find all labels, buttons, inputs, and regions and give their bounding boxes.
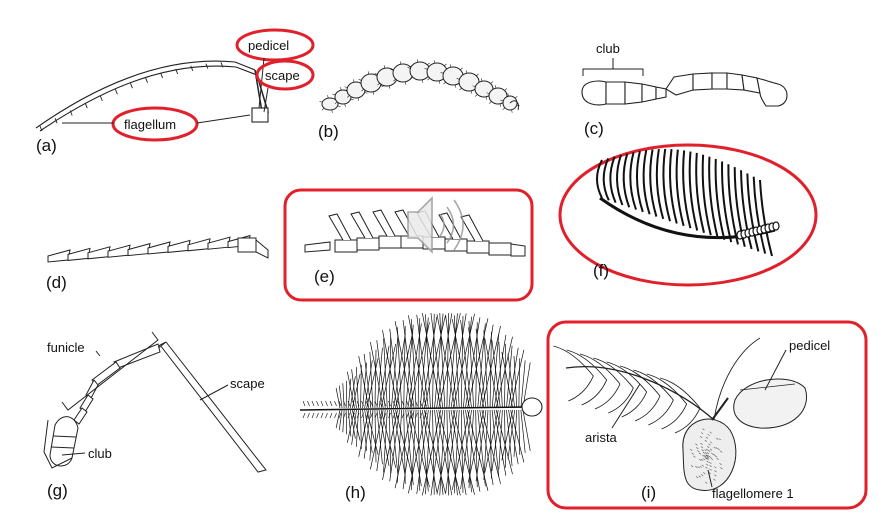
panel-label-h: (h) (345, 483, 366, 502)
panel-e-highlight-box (283, 188, 534, 302)
panel-label-b: (b) (318, 122, 339, 141)
funicle-callout (43, 331, 229, 469)
antenna-h-base (521, 397, 543, 417)
label-flagellum: flagellum (124, 117, 176, 132)
scape-highlight-a (255, 59, 315, 91)
label-scape-a: scape (265, 68, 300, 83)
antenna-d-serrate (47, 234, 269, 263)
label-club-c: club (596, 41, 620, 56)
flagellum-highlight (111, 106, 199, 142)
panel-label-c: (c) (584, 119, 604, 138)
label-scape-g: scape (230, 376, 265, 391)
label-funicle: funicle (47, 340, 85, 355)
panel-f-highlight-oval (558, 143, 818, 287)
antenna-h-plumose (299, 312, 531, 496)
panel-label-f: (f) (593, 261, 609, 280)
pedicel-highlight-a (235, 28, 315, 62)
panel-label-d: (d) (46, 273, 67, 292)
scape-callout-a: scape (255, 59, 315, 113)
label-arista: arista (585, 430, 618, 445)
pedicel-callout-a: pedicel (235, 28, 315, 109)
antenna-a-filiform (35, 60, 270, 132)
label-club-g: club (88, 446, 112, 461)
callout-lines-i (611, 349, 787, 488)
antenna-c-clavate (581, 72, 788, 107)
panel-i-highlight-box (546, 320, 868, 510)
label-pedicel-a: pedicel (248, 38, 289, 53)
panel-label-g: (g) (47, 481, 68, 500)
antenna-i-aristate (553, 337, 807, 491)
panel-label-i: (i) (641, 483, 656, 502)
speaker-icon[interactable] (407, 196, 464, 254)
label-pedicel-i: pedicel (789, 338, 830, 353)
label-flagellomere: flagellomere 1 (712, 486, 794, 501)
antenna-b-moniliform (319, 59, 520, 113)
antenna-g-geniculate (49, 341, 267, 473)
panel-label-a: (a) (36, 136, 57, 155)
panel-label-e: (e) (314, 267, 335, 286)
flagellum-callout: flagellum (62, 106, 251, 142)
club-callout-c (582, 58, 644, 76)
antenna-f-flabellate (596, 148, 780, 257)
